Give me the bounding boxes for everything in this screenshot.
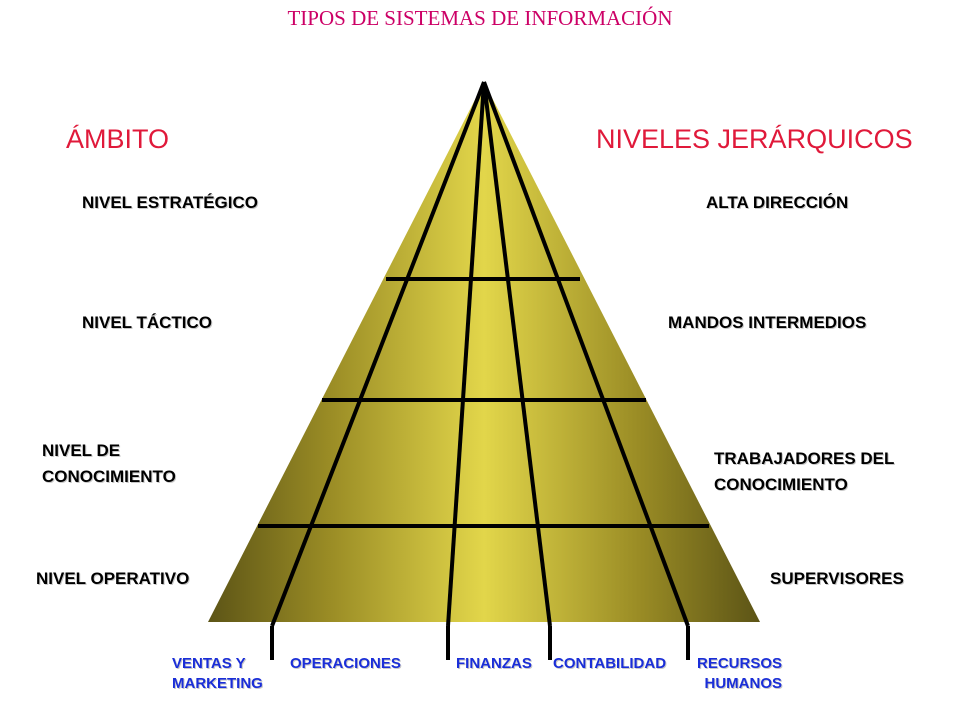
diagram-title: TIPOS DE SISTEMAS DE INFORMACIÓN — [287, 6, 673, 30]
area-line-4 — [482, 81, 690, 627]
area-recursos-humanos: RECURSOS HUMANOS — [697, 655, 783, 692]
area-contabilidad: CONTABILIDAD — [553, 655, 667, 672]
pyramid-body — [208, 82, 760, 622]
heading-niveles-jerarquicos: NIVELES JERÁRQUICOS — [596, 124, 913, 154]
area-operaciones: OPERACIONES — [290, 655, 401, 672]
label-alta-direccion: ALTA DIRECCIÓN — [706, 193, 849, 212]
area-line-2 — [446, 81, 486, 627]
label-trabajadores-conocimiento: TRABAJADORES DEL CONOCIMIENTO — [714, 449, 895, 494]
label-mandos-intermedios: MANDOS INTERMEDIOS — [668, 313, 867, 332]
area-line-3 — [482, 81, 552, 627]
area-line-1 — [270, 81, 486, 627]
label-nivel-conocimiento: NIVEL DE CONOCIMIENTO — [42, 441, 176, 486]
label-supervisores: SUPERVISORES — [770, 569, 904, 588]
heading-ambito: ÁMBITO — [66, 124, 170, 154]
label-nivel-tactico: NIVEL TÁCTICO — [82, 313, 213, 332]
area-ventas-marketing: VENTAS Y MARKETING — [172, 655, 263, 692]
label-nivel-estrategico: NIVEL ESTRATÉGICO — [82, 193, 259, 212]
label-nivel-operativo: NIVEL OPERATIVO — [36, 569, 190, 588]
area-finanzas: FINANZAS — [456, 655, 532, 672]
